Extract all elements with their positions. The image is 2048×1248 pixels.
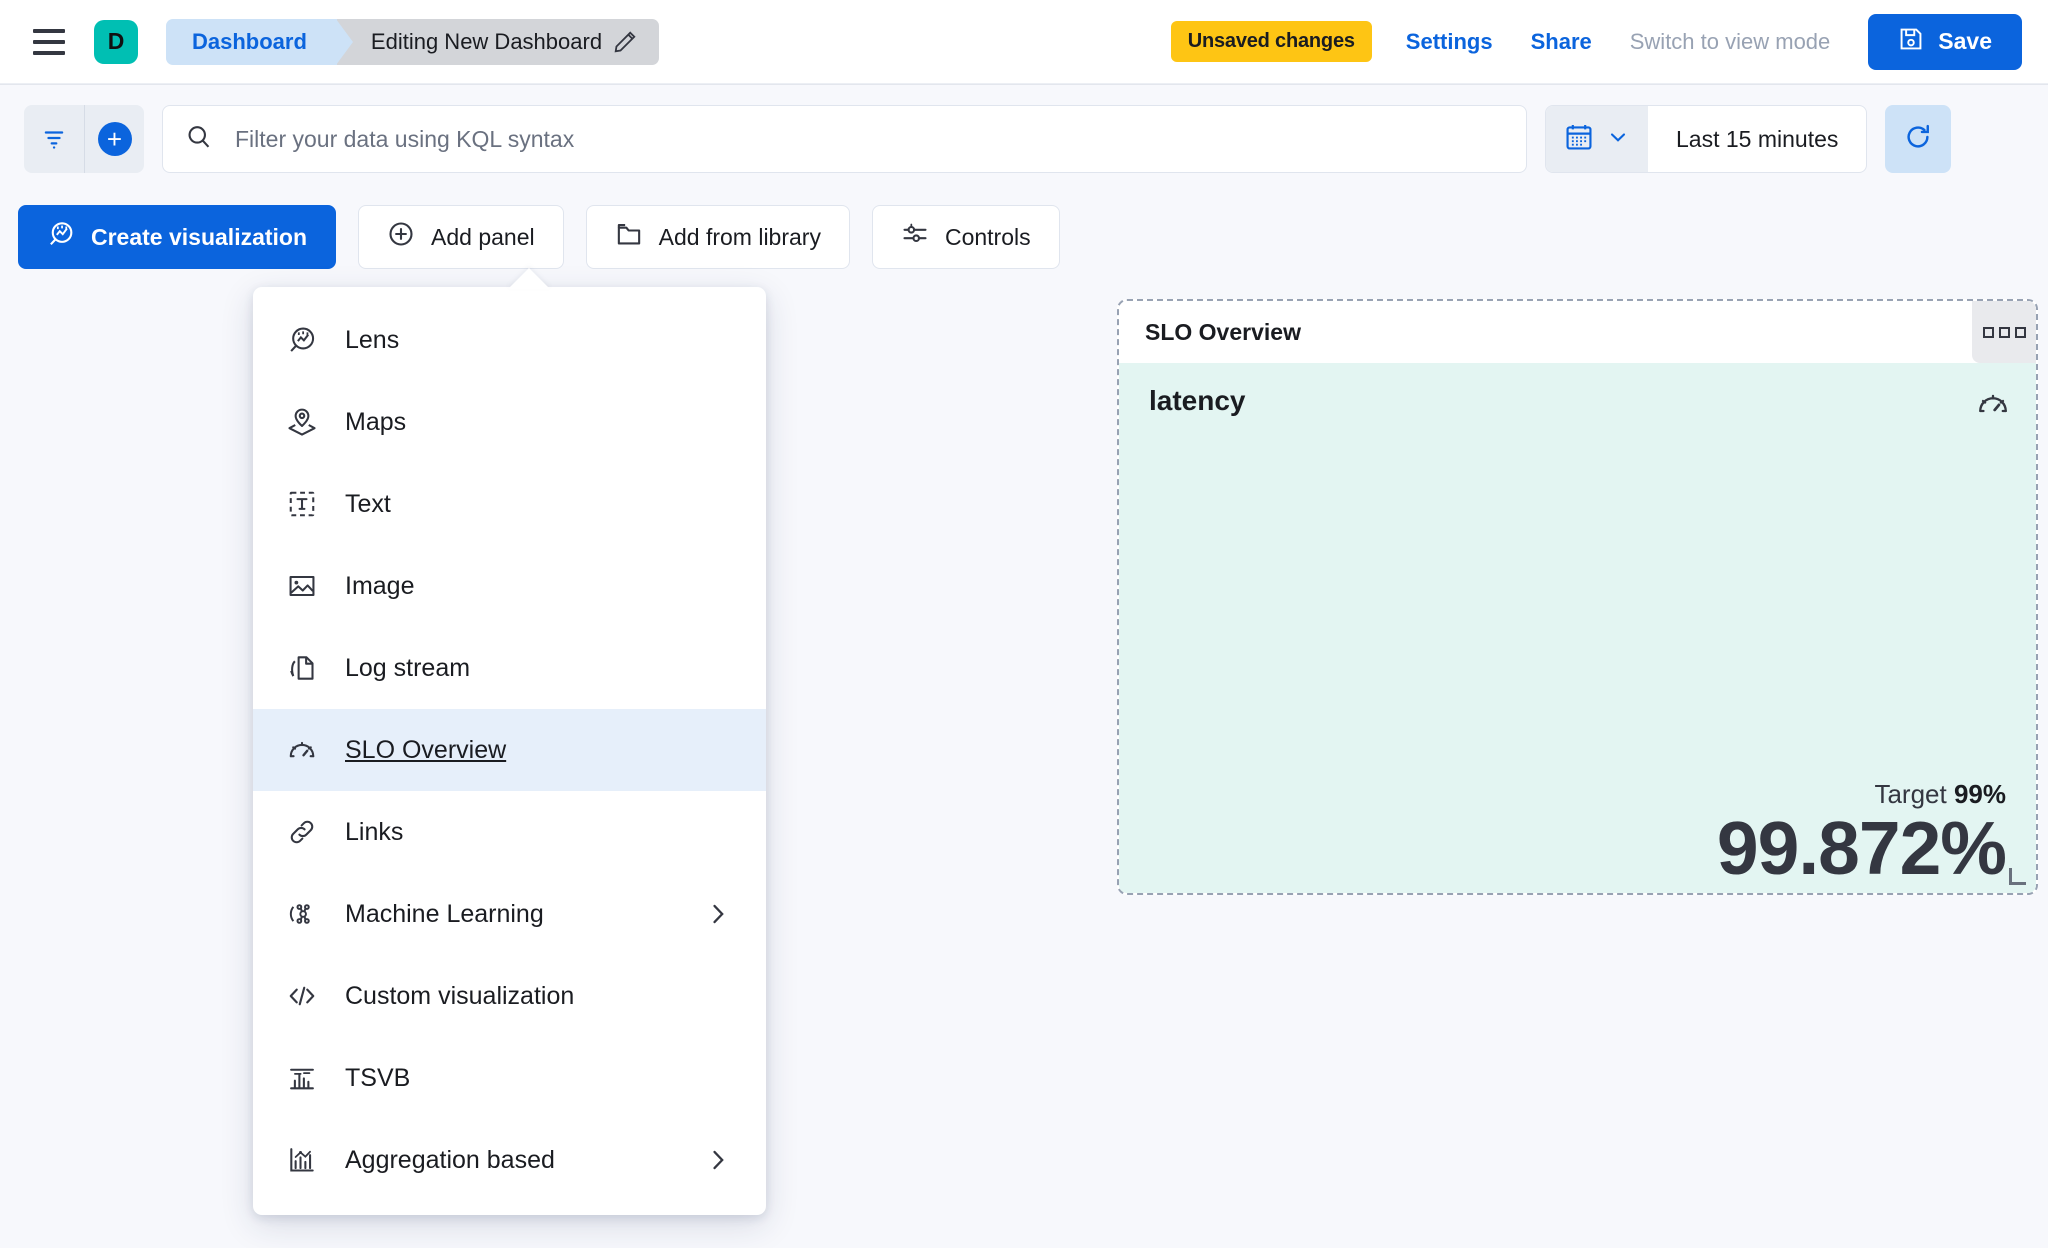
- popover-arrow: [508, 268, 550, 289]
- tsvb-chart-icon: [287, 1063, 317, 1093]
- avatar-letter: D: [107, 28, 125, 54]
- grip-horizontal-icon: [1998, 326, 2010, 338]
- top-nav-actions: Unsaved changes Settings Share Switch to…: [1170, 13, 2022, 70]
- create-visualization-label: Create visualization: [91, 223, 308, 250]
- add-from-library-label: Add from library: [658, 223, 821, 250]
- link-icon: [287, 817, 317, 847]
- slo-target-label: Target: [1874, 778, 1947, 809]
- menu-item-label: Log stream: [345, 653, 471, 682]
- menu-item-label: Links: [345, 817, 404, 846]
- add-panel-menu: Lens Maps Text: [253, 287, 766, 1215]
- status-badge: Unsaved changes: [1170, 21, 1372, 62]
- floppy-disk-icon: [1898, 26, 1924, 58]
- menu-item-slo-overview[interactable]: SLO Overview: [253, 709, 766, 791]
- gauge-icon: [287, 735, 317, 765]
- menu-item-machine-learning[interactable]: Machine Learning: [253, 873, 766, 955]
- menu-item-lens[interactable]: Lens: [253, 299, 766, 381]
- text-box-icon: [287, 489, 317, 519]
- query-bar: + Filter your data using KQL syntax: [0, 84, 2048, 194]
- save-button[interactable]: Save: [1868, 13, 2022, 70]
- search-placeholder: Filter your data using KQL syntax: [235, 125, 575, 152]
- switch-to-view-mode-link[interactable]: Switch to view mode: [1629, 28, 1831, 54]
- menu-item-label: Image: [345, 571, 415, 600]
- hamburger-icon[interactable]: [26, 19, 72, 65]
- chevron-down-icon: [1606, 125, 1630, 154]
- plus-circle-outline-icon: [387, 220, 415, 254]
- slo-target: Target 99%: [1717, 779, 2006, 810]
- time-picker: Last 15 minutes: [1545, 105, 1868, 173]
- menu-item-text[interactable]: Text: [253, 463, 766, 545]
- slo-target-value: 99%: [1953, 778, 2006, 809]
- panel-context-menu-button[interactable]: [1972, 301, 2036, 363]
- breadcrumb: Dashboard Editing New Dashboard: [166, 18, 660, 65]
- machine-learning-icon: [287, 899, 317, 929]
- controls-label: Controls: [944, 223, 1031, 250]
- breadcrumb-item-dashboard[interactable]: Dashboard: [166, 18, 353, 65]
- time-range-value[interactable]: Last 15 minutes: [1676, 125, 1839, 152]
- sliders-icon: [901, 220, 929, 254]
- gauge-icon: [1976, 387, 2010, 426]
- menu-item-label: Machine Learning: [345, 899, 544, 928]
- slo-overview-panel[interactable]: SLO Overview latency Target 99%: [1117, 299, 2038, 895]
- avatar[interactable]: D: [94, 19, 138, 64]
- search-icon: [185, 123, 213, 156]
- menu-item-custom-visualization[interactable]: Custom visualization: [253, 955, 766, 1037]
- menu-item-label: Lens: [345, 325, 400, 354]
- panel-title: SLO Overview: [1145, 318, 1301, 345]
- filter-button-group: +: [24, 105, 144, 173]
- menu-item-image[interactable]: Image: [253, 545, 766, 627]
- filter-icon[interactable]: [24, 105, 84, 173]
- calendar-icon: [1564, 122, 1594, 157]
- lens-icon: [47, 220, 75, 254]
- create-visualization-button[interactable]: Create visualization: [18, 205, 337, 269]
- slo-stats: Target 99% 99.872%: [1716, 779, 2007, 890]
- share-link[interactable]: Share: [1530, 28, 1592, 54]
- aggregation-chart-icon: [287, 1145, 317, 1175]
- date-quick-select-button[interactable]: [1546, 106, 1648, 172]
- controls-button[interactable]: Controls: [871, 205, 1060, 269]
- resize-handle-icon[interactable]: [2009, 868, 2026, 885]
- menu-item-label: Maps: [345, 407, 407, 436]
- menu-item-label: SLO Overview: [345, 735, 507, 764]
- save-button-label: Save: [1938, 28, 1992, 54]
- menu-item-tsvb[interactable]: TSVB: [253, 1037, 766, 1119]
- dashboard-toolbar: Create visualization Add panel Add from …: [0, 194, 2048, 280]
- breadcrumb-editing-label: Editing New Dashboard: [370, 28, 603, 54]
- menu-item-maps[interactable]: Maps: [253, 381, 766, 463]
- add-from-library-button[interactable]: Add from library: [585, 205, 850, 269]
- image-icon: [287, 571, 317, 601]
- lens-icon: [287, 325, 317, 355]
- chevron-right-icon: [704, 1146, 732, 1174]
- grip-horizontal-icon: [2014, 326, 2026, 338]
- add-panel-label: Add panel: [431, 223, 535, 250]
- grip-horizontal-icon: [1982, 326, 1994, 338]
- settings-link[interactable]: Settings: [1405, 28, 1493, 54]
- add-filter-button[interactable]: +: [84, 105, 144, 173]
- plus-circle-icon: +: [97, 122, 132, 156]
- slo-sli-value: 99.872%: [1716, 805, 2007, 890]
- menu-item-links[interactable]: Links: [253, 791, 766, 873]
- menu-item-label: Custom visualization: [345, 981, 575, 1010]
- breadcrumb-item-editing[interactable]: Editing New Dashboard: [336, 18, 660, 65]
- menu-item-log-stream[interactable]: Log stream: [253, 627, 766, 709]
- panel-header: SLO Overview: [1119, 301, 2036, 363]
- panel-body: latency Target 99% 99.872%: [1119, 363, 2036, 893]
- menu-item-label: TSVB: [345, 1063, 411, 1092]
- add-panel-button[interactable]: Add panel: [358, 205, 564, 269]
- search-input[interactable]: Filter your data using KQL syntax: [162, 105, 1527, 173]
- menu-item-label: Aggregation based: [345, 1145, 555, 1174]
- log-stream-icon: [287, 653, 317, 683]
- breadcrumb-dashboard-label: Dashboard: [192, 28, 307, 54]
- top-navigation-bar: D Dashboard Editing New Dashboard Unsave…: [0, 0, 2048, 84]
- map-marker-layers-icon: [287, 407, 317, 437]
- code-icon: [287, 981, 317, 1011]
- menu-item-aggregation-based[interactable]: Aggregation based: [253, 1119, 766, 1201]
- chevron-right-icon: [704, 900, 732, 928]
- folder-icon: [615, 220, 643, 254]
- refresh-icon: [1903, 122, 1933, 157]
- refresh-button[interactable]: [1885, 105, 1952, 173]
- menu-item-label: Text: [345, 489, 391, 518]
- pencil-icon[interactable]: [613, 30, 637, 54]
- slo-metric-name: latency: [1149, 385, 1246, 416]
